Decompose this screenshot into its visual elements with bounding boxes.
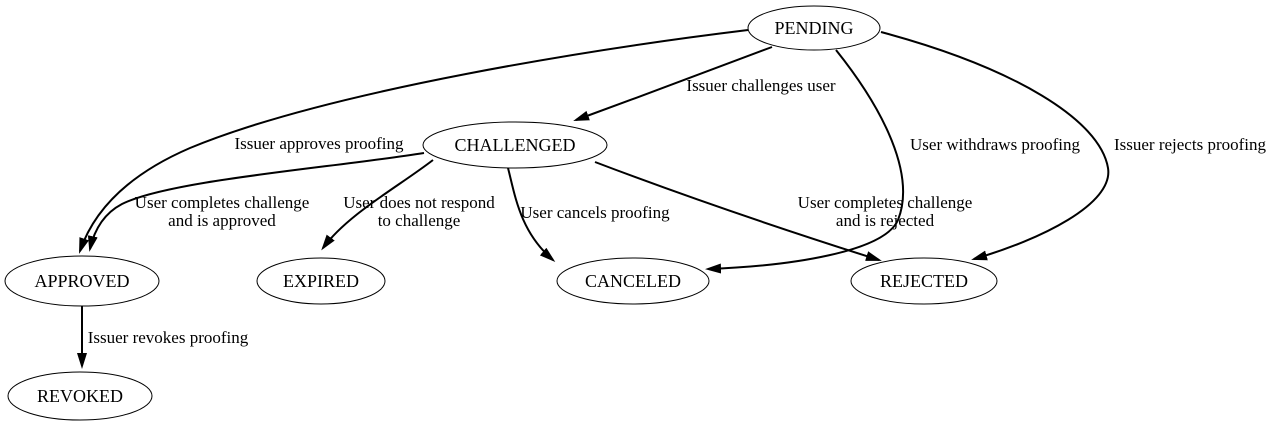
transition-edge-challenged-to-approved bbox=[87, 152, 425, 252]
state-label-expired: EXPIRED bbox=[283, 271, 359, 291]
state-node-challenged: CHALLENGED bbox=[422, 121, 608, 169]
state-node-revoked: REVOKED bbox=[7, 371, 153, 421]
transition-edge-challenged-to-canceled bbox=[507, 167, 556, 262]
state-ellipse-canceled bbox=[556, 257, 710, 305]
state-ellipse-approved bbox=[4, 255, 160, 307]
state-label-pending: PENDING bbox=[775, 18, 854, 38]
state-node-canceled: CANCELED bbox=[556, 257, 710, 305]
state-ellipse-revoked bbox=[7, 371, 153, 421]
state-ellipse-pending bbox=[747, 5, 881, 51]
transition-label-pending-to-canceled: User withdraws proofing bbox=[910, 135, 1080, 154]
state-label-challenged: CHALLENGED bbox=[455, 135, 576, 155]
transition-label-approved-to-revoked: Issuer revokes proofing bbox=[88, 328, 249, 347]
state-node-rejected: REJECTED bbox=[850, 257, 998, 305]
state-label-rejected: REJECTED bbox=[880, 271, 968, 291]
state-node-pending: PENDING bbox=[747, 5, 881, 51]
state-ellipse-rejected bbox=[850, 257, 998, 305]
state-ellipse-expired bbox=[256, 257, 386, 305]
state-label-revoked: REVOKED bbox=[37, 386, 123, 406]
transition-edge-pending-to-rejected bbox=[880, 31, 1110, 261]
state-label-approved: APPROVED bbox=[34, 271, 129, 291]
transition-edge-pending-to-challenged bbox=[573, 46, 773, 122]
transition-edge-pending-to-canceled bbox=[705, 49, 905, 274]
transition-label-pending-to-rejected: Issuer rejects proofing bbox=[1114, 135, 1267, 154]
transition-edge-pending-to-approved bbox=[79, 29, 749, 254]
transition-label-pending-to-challenged: Issuer challenges user bbox=[686, 76, 836, 95]
state-node-expired: EXPIRED bbox=[256, 257, 386, 305]
state-ellipse-challenged bbox=[422, 121, 608, 169]
nodes-layer: PENDING CHALLENGED APPROVED EXPIRED CANCELED… bbox=[4, 5, 998, 421]
state-node-approved: APPROVED bbox=[4, 255, 160, 307]
state-label-canceled: CANCELED bbox=[585, 271, 681, 291]
transition-label-challenged-to-canceled: User cancels proofing bbox=[520, 203, 670, 222]
transition-label-pending-to-approved: Issuer approves proofing bbox=[234, 134, 404, 153]
transition-edge-challenged-to-expired bbox=[321, 159, 434, 251]
